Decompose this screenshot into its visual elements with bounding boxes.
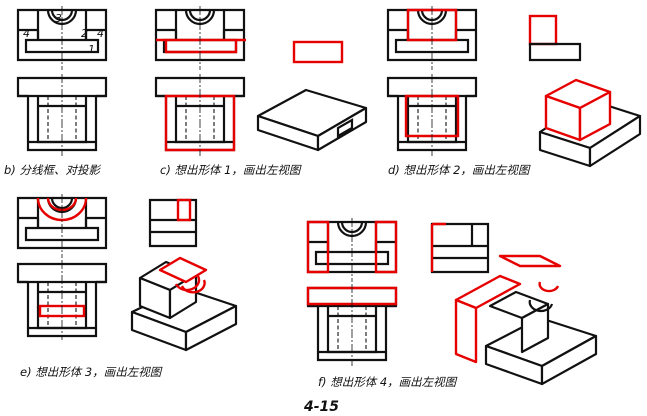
part-number-4-right: 4 <box>97 27 104 40</box>
panel-b: 3 2 4 4 1 b) 分线框、对投影 <box>4 6 108 177</box>
part-number-3: 3 <box>55 12 62 25</box>
part-number-4-left: 4 <box>23 27 30 40</box>
isometric-part-1 <box>256 88 368 152</box>
panel-d: d) 想出形体 2，画出左视图 <box>386 6 642 177</box>
part-number-1: 1 <box>88 43 95 56</box>
left-view-part-1 <box>292 40 344 64</box>
left-view-part-3 <box>148 198 198 248</box>
isometric-part-3 <box>130 256 238 352</box>
isometric-part-4 <box>454 254 598 386</box>
left-view-part-2 <box>528 14 582 62</box>
panel-c: c) 想出形体 1，画出左视图 <box>154 6 368 177</box>
figure-number: 4-15 <box>303 399 339 415</box>
left-view-part-4 <box>430 222 490 274</box>
caption-c: c) 想出形体 1，画出左视图 <box>160 163 302 177</box>
panel-e: e) 想出形体 3，画出左视图 <box>16 194 238 379</box>
caption-e: e) 想出形体 3，画出左视图 <box>20 365 163 379</box>
caption-d: d) 想出形体 2，画出左视图 <box>388 163 531 177</box>
panel-f: f) 想出形体 4，画出左视图 <box>306 218 598 389</box>
caption-b: b) 分线框、对投影 <box>4 163 101 177</box>
part-number-2: 2 <box>81 27 88 40</box>
isometric-part-2 <box>538 78 642 168</box>
caption-f: f) 想出形体 4，画出左视图 <box>318 375 458 389</box>
